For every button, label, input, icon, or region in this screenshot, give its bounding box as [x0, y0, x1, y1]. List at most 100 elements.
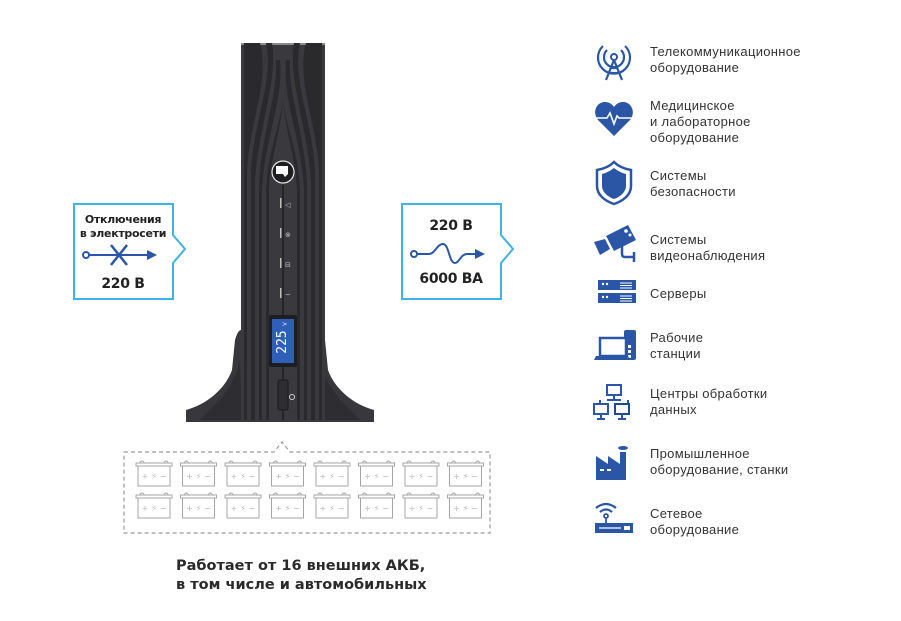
ups-illustration: ◁ ⊗ ⊟ ~: [186, 43, 374, 422]
app-label-line: Системы: [650, 168, 707, 183]
battery-icon: [180, 460, 217, 487]
battery-symbol: +: [186, 504, 193, 513]
ups-device: ◁ ⊗ ⊟ ~ 225 V: [180, 40, 380, 430]
svg-text:⊗: ⊗: [285, 231, 291, 239]
battery-symbol: +: [453, 504, 460, 513]
app-item-network: Сетевое оборудование: [592, 500, 892, 550]
sine-wave-arrow-icon: [410, 242, 485, 265]
output-callout-frame: [401, 203, 515, 300]
app-label-line: Серверы: [650, 286, 707, 301]
battery-symbol: −: [249, 504, 256, 513]
battery-symbol: +: [364, 472, 371, 481]
battery-symbol: ⚡: [374, 504, 380, 513]
broken-line-arrow-icon: [82, 244, 157, 266]
workstation-icon: [594, 330, 636, 360]
battery-symbol: ⚡: [240, 504, 246, 513]
battery-symbol: +: [275, 504, 282, 513]
battery-symbol: −: [382, 472, 389, 481]
app-label-line: видеонаблюдения: [650, 248, 766, 263]
battery-symbol: ⚡: [329, 504, 335, 513]
network-computers-icon: [593, 384, 630, 420]
lcd-unit: V: [282, 322, 289, 326]
battery-symbol: ⚡: [196, 504, 202, 513]
battery-icon: [358, 460, 395, 487]
input-callout: Отключения в электросети 220 В: [73, 203, 193, 301]
battery-symbol: ⚡: [151, 472, 157, 481]
battery-symbol: +: [275, 472, 282, 481]
app-item-cctv: Системы видеонаблюдения: [592, 222, 892, 272]
app-item-datacenters: Центры обработки данных: [592, 382, 892, 432]
app-label-line: Промышленное: [650, 446, 750, 461]
svg-text:◁: ◁: [285, 201, 291, 209]
battery-icon: [313, 492, 351, 519]
battery-group-frame: [123, 441, 491, 534]
battery-icon: [180, 492, 217, 519]
battery-symbol: +: [320, 472, 327, 481]
battery-symbol: −: [204, 504, 211, 513]
battery-symbol: −: [160, 472, 167, 481]
brand-logo: [271, 160, 295, 184]
caption-line2: в том числе и автомобильных: [176, 577, 427, 593]
battery-symbol: +: [320, 504, 327, 513]
battery-symbol: +: [453, 472, 460, 481]
router-icon: [595, 502, 633, 533]
app-label-line: Центры обработки: [650, 386, 768, 401]
battery-symbol: +: [186, 472, 193, 481]
battery-icon: [402, 492, 440, 519]
app-item-servers: Серверы: [592, 276, 892, 326]
battery-symbol: +: [142, 472, 149, 481]
battery-symbol: +: [409, 472, 416, 481]
input-callout-title-line2: в электросети: [79, 227, 167, 240]
battery-symbol: −: [471, 504, 478, 513]
svg-text:~: ~: [285, 291, 291, 299]
battery-symbol: +: [142, 504, 149, 513]
input-voltage: 220 В: [101, 276, 145, 292]
battery-symbol: −: [427, 504, 434, 513]
battery-icon: [402, 460, 440, 487]
app-label-line: станции: [650, 346, 701, 361]
heart-pulse-icon: [595, 102, 633, 136]
battery-symbol: −: [249, 472, 256, 481]
lcd-value: 225: [275, 330, 290, 354]
app-item-security: Системы безопасности: [592, 160, 892, 210]
battery-symbol: +: [231, 472, 238, 481]
battery-icon: [269, 492, 306, 519]
battery-icon: [358, 492, 395, 519]
svg-text:⊟: ⊟: [285, 261, 291, 269]
cctv-camera-icon: [594, 225, 636, 262]
app-item-industrial: Промышленное оборудование, станки: [592, 442, 892, 492]
battery-icon: [313, 460, 351, 487]
input-callout-title-line1: Отключения: [84, 213, 162, 226]
lcd-display: [269, 315, 297, 367]
battery-symbol: −: [471, 472, 478, 481]
battery-symbol: +: [409, 504, 416, 513]
battery-symbol: −: [427, 472, 434, 481]
battery-symbol: −: [338, 472, 345, 481]
app-item-workstations: Рабочие станции: [592, 328, 892, 378]
power-button[interactable]: [277, 379, 295, 411]
battery-symbol: ⚡: [196, 472, 202, 481]
app-label-line: Медицинское: [650, 98, 735, 113]
app-label-line: оборудование: [650, 130, 740, 145]
battery-caption: Работает от 16 внешних АКБ, в том числе …: [176, 557, 427, 595]
battery-icon: [135, 460, 173, 487]
antenna-tower-icon: [596, 45, 632, 81]
battery-group: +⚡−+⚡−+⚡−+⚡−+⚡−+⚡−+⚡−+⚡−+⚡−+⚡−+⚡−+⚡−+⚡−+…: [122, 440, 492, 535]
app-label-line: оборудование: [650, 522, 740, 537]
battery-symbol: ⚡: [329, 472, 335, 481]
battery-icon: [224, 460, 262, 487]
app-label-line: оборудование: [650, 60, 740, 75]
input-callout-frame: [73, 203, 187, 300]
battery-symbol: ⚡: [463, 504, 469, 513]
status-indicators: ◁ ⊗ ⊟ ~: [280, 198, 291, 299]
server-icon: [598, 280, 636, 303]
battery-symbol: ⚡: [285, 472, 291, 481]
app-label-line: Телекоммуникационное: [650, 44, 801, 59]
shield-icon: [595, 160, 633, 206]
battery-symbol: ⚡: [285, 504, 291, 513]
battery-icon: [224, 492, 262, 519]
app-label-line: оборудование, станки: [650, 462, 789, 477]
battery-symbol: +: [231, 504, 238, 513]
battery-symbol: −: [382, 504, 389, 513]
app-label-line: и лабораторное: [650, 114, 751, 129]
